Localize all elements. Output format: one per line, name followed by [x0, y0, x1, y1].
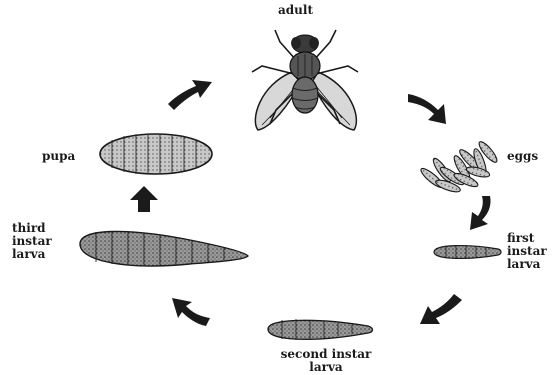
first-instar-larva-illustration: [434, 245, 501, 259]
label-first-instar: first instar larva: [507, 232, 547, 271]
arrow-first-to-second-instar: [420, 294, 462, 324]
label-adult: adult: [278, 4, 313, 17]
label-eggs: eggs: [507, 150, 538, 163]
arrow-eggs-to-first-instar: [470, 196, 491, 230]
label-pupa: pupa: [42, 150, 75, 163]
eggs-illustration: [419, 139, 500, 194]
arrow-pupa-to-adult: [168, 80, 212, 110]
cycle-arrows: [130, 80, 491, 326]
label-second-instar: second instar larva: [266, 348, 386, 374]
second-instar-larva-illustration: [268, 319, 373, 340]
arrow-second-to-third-instar: [172, 298, 210, 326]
third-instar-larva-illustration: [80, 231, 248, 266]
label-third-instar: third instar larva: [12, 222, 52, 261]
arrow-adult-to-eggs: [408, 94, 446, 124]
pupa-illustration: [100, 134, 212, 174]
arrow-third-instar-to-pupa: [130, 186, 158, 212]
adult-fly-illustration: [252, 30, 358, 130]
